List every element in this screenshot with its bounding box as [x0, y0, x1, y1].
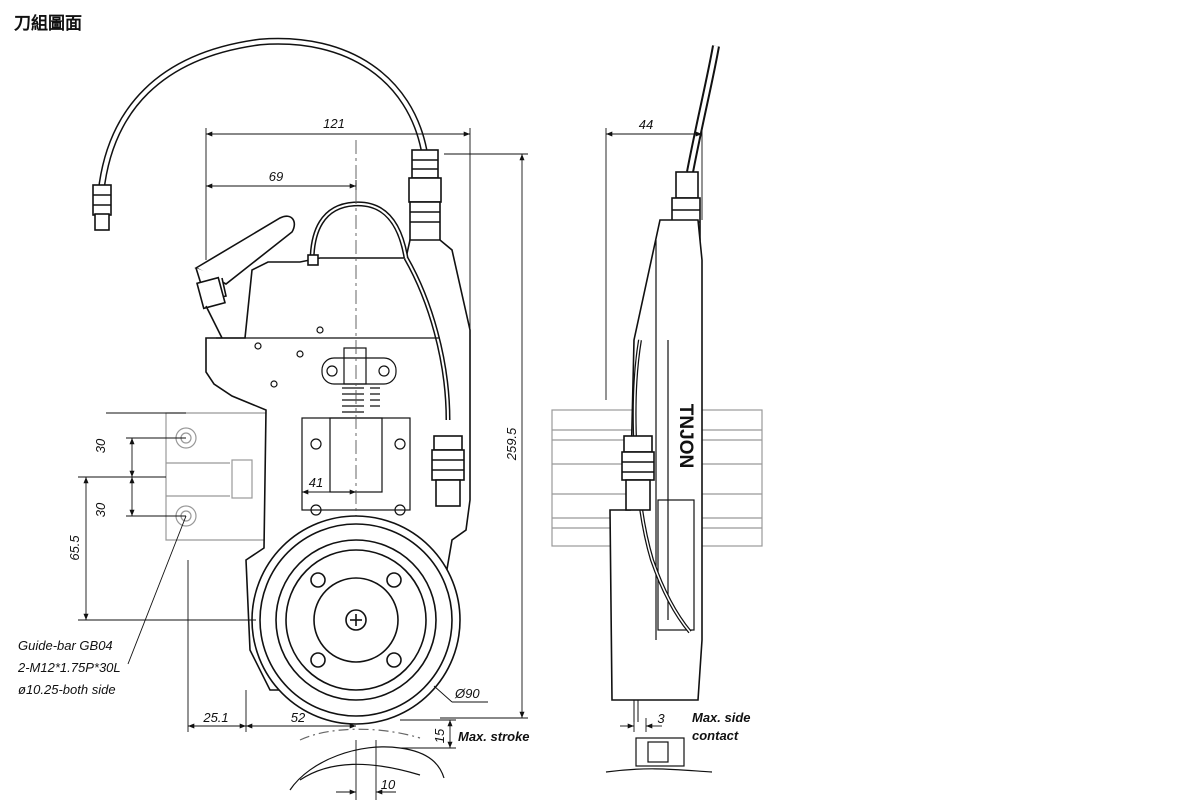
max-side-label-line2: contact — [692, 728, 739, 743]
dim-3: 3 — [657, 711, 665, 726]
dim-259-5: 259.5 — [504, 427, 519, 461]
side-connector — [431, 435, 465, 507]
dim-diameter-90: Ø90 — [454, 686, 480, 701]
dim-30-upper: 30 — [93, 438, 108, 453]
blade-wheel — [251, 515, 461, 725]
dim-30-lower: 30 — [93, 502, 108, 517]
max-side-label-line1: Max. side — [692, 710, 751, 725]
dim-25-1: 25.1 — [202, 710, 228, 725]
dim-15: 15 — [432, 728, 447, 743]
guide-bar-note-line2: 2-M12*1.75P*30L — [17, 660, 121, 675]
side-workpiece — [605, 737, 713, 773]
dim-41: 41 — [309, 475, 323, 490]
air-hose — [92, 37, 428, 231]
front-view — [92, 37, 471, 791]
dimension-lines — [78, 128, 703, 800]
max-stroke-label: Max. stroke — [458, 729, 530, 744]
side-view — [551, 45, 763, 773]
dim-65-5: 65.5 — [67, 535, 82, 561]
dim-44: 44 — [639, 117, 653, 132]
drawing-title: 刀組圖面 — [14, 14, 82, 34]
guide-bar-plate — [165, 412, 267, 541]
dim-69: 69 — [269, 169, 283, 184]
top-connector — [408, 149, 442, 243]
clamp-lever — [194, 215, 296, 339]
dim-121: 121 — [323, 116, 345, 131]
brand-logo-text: TNJON — [675, 404, 696, 468]
dim-10: 10 — [381, 777, 396, 792]
dimension-labels: 121 69 44 259.5 30 30 65.5 41 25.1 52 15… — [17, 116, 751, 792]
workpiece-arc — [289, 728, 445, 791]
guide-bar-note-line1: Guide-bar GB04 — [18, 638, 113, 653]
dim-52: 52 — [291, 710, 306, 725]
guide-bar-note-line3: ø10.25-both side — [18, 682, 116, 697]
